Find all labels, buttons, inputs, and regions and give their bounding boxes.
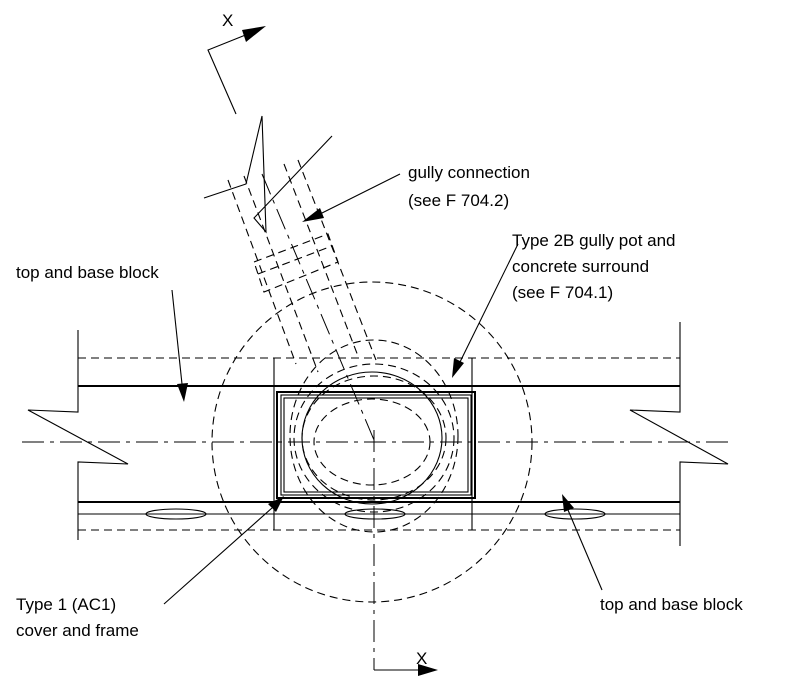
label-gully-pot-2: concrete surround	[512, 257, 649, 276]
label-gully-pot-3: (see F 704.1)	[512, 283, 613, 302]
section-label-bottom: X	[416, 649, 427, 668]
section-label-top: X	[222, 11, 233, 30]
cover-frame-inner	[283, 397, 469, 493]
drainage-slot-centre	[344, 508, 406, 520]
leader-block-left	[171, 289, 183, 385]
label-block-right: top and base block	[600, 595, 743, 614]
label-gully-pot-1: Type 2B gully pot and	[512, 231, 676, 250]
label-cover-2: cover and frame	[16, 621, 139, 640]
pipe-bore-right	[283, 163, 359, 357]
label-gully-connection-2: (see F 704.2)	[408, 191, 509, 210]
cover-frame-outer	[276, 391, 476, 499]
right-break-line	[629, 322, 729, 546]
leader-gully-connection-arrowhead	[302, 208, 324, 222]
left-break-line	[27, 330, 129, 540]
leader-block-right	[567, 509, 603, 591]
label-cover-1: Type 1 (AC1)	[16, 595, 116, 614]
section-line-top	[207, 33, 249, 115]
leader-gully-pot-arrowhead	[452, 358, 464, 378]
label-block-left: top and base block	[16, 263, 159, 282]
leader-cover	[163, 507, 273, 605]
label-gully-connection-1: gully connection	[408, 163, 530, 182]
section-arrow-bottom	[418, 664, 438, 676]
pipe-bore-left	[243, 175, 319, 373]
pipe-socket	[253, 233, 339, 293]
leader-block-left-arrowhead	[177, 383, 188, 402]
drainage-slot-right	[544, 508, 606, 520]
gully-pot-outer-outline	[289, 339, 459, 533]
pipe-break-line	[203, 115, 333, 234]
leader-gully-pot	[459, 243, 519, 363]
section-arrow-top	[242, 26, 266, 42]
cover-frame-mid	[280, 394, 472, 496]
leader-cover-arrowhead	[268, 496, 284, 512]
leader-gully-connection	[319, 173, 401, 215]
pipe-centre-line	[261, 173, 375, 441]
gully-pot-rim-circle	[301, 371, 443, 505]
drainage-slot-left	[145, 508, 207, 520]
pipe-socket-joint	[257, 245, 333, 275]
leader-block-right-arrowhead	[562, 494, 574, 512]
